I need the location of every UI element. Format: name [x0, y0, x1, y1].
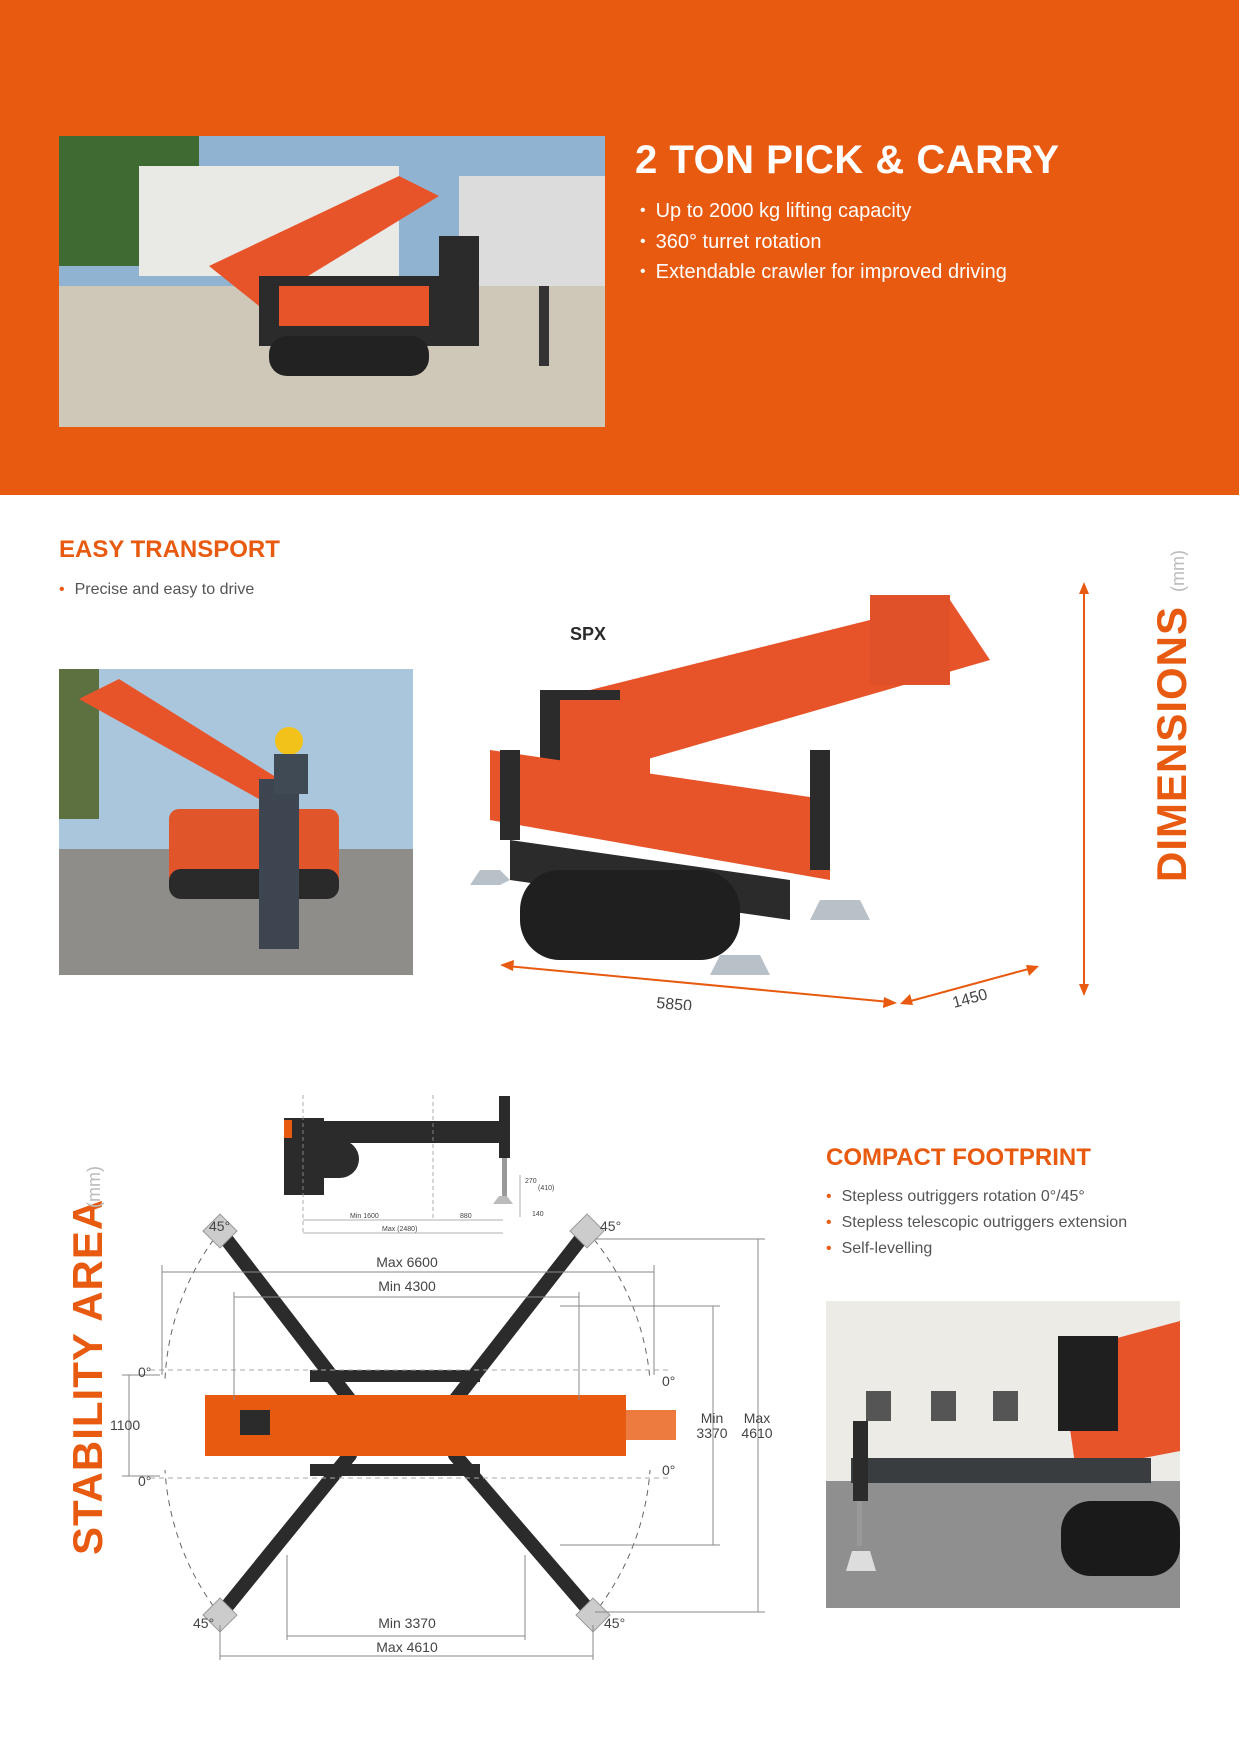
- angle-0-top-right: 0°: [662, 1373, 675, 1389]
- angle-45-top-right: 45°: [600, 1218, 621, 1234]
- dimensions-title: DIMENSIONS: [1148, 605, 1195, 882]
- angle-0-bottom-right: 0°: [662, 1462, 675, 1478]
- track-label: 1100: [110, 1417, 140, 1433]
- compact-footprint-title: COMPACT FOOTPRINT: [826, 1144, 1091, 1171]
- angle-45-bottom-left: 45°: [193, 1615, 214, 1631]
- length-label: 5850: [656, 995, 693, 1010]
- side-min-label: Min 1600: [350, 1213, 379, 1220]
- bottom-max-label: Max 4610: [376, 1639, 438, 1655]
- bottom-min-label: Min 3370: [378, 1615, 436, 1631]
- hero-title: 2 TON PICK & CARRY: [635, 138, 1060, 182]
- outrigger-plan-view: 45° 45° 45° 45° 0° 0° 0° 0° Max 6600 Min…: [110, 1213, 773, 1660]
- compact-feature: Self-levelling: [826, 1238, 1127, 1264]
- side-max-label: Max (2480): [382, 1226, 417, 1233]
- side-foot-label: 140: [532, 1211, 544, 1218]
- width-label: 1450: [951, 986, 990, 1010]
- compact-footprint-list: Stepless outriggers rotation 0°/45° Step…: [826, 1186, 1128, 1264]
- angle-0-bottom-left: 0°: [138, 1473, 151, 1489]
- easy-transport-list: Precise and easy to drive: [59, 579, 255, 605]
- crane-brand-label: SPX: [570, 624, 606, 644]
- easy-transport-feature: Precise and easy to drive: [59, 579, 255, 605]
- hero-feature: 360° turret rotation: [640, 229, 1007, 260]
- angle-45-bottom-right: 45°: [604, 1615, 625, 1631]
- outrigger-photo: [826, 1301, 1180, 1608]
- compact-feature: Stepless telescopic outriggers extension: [826, 1212, 1128, 1238]
- angle-45-top-left: 45°: [209, 1218, 230, 1234]
- outrigger-side-view: Min 1600 880 Max (2480) 270 (410) 140: [284, 1095, 554, 1235]
- crane-site-photo: [59, 136, 605, 427]
- width-min-label: Min 4300: [378, 1278, 436, 1294]
- depth-max-label: Max: [744, 1410, 770, 1426]
- dimensions-unit: (mm): [1168, 550, 1188, 592]
- depth-min-value: 3370: [696, 1425, 727, 1441]
- hero-feature: Extendable crawler for improved driving: [640, 259, 1007, 290]
- side-stroke-label: 270: [525, 1178, 537, 1185]
- depth-max-value: 4610: [741, 1425, 772, 1441]
- hero-feature-list: Up to 2000 kg lifting capacity 360° turr…: [640, 198, 1007, 290]
- side-stroke-max-label: (410): [538, 1185, 554, 1192]
- compact-feature: Stepless outriggers rotation 0°/45°: [826, 1186, 1127, 1212]
- stability-diagram: Min 1600 880 Max (2480) 270 (410) 140: [110, 1095, 773, 1660]
- width-max-label: Max 6600: [376, 1254, 438, 1270]
- dimension-arrows: [500, 582, 1089, 1008]
- angle-0-top-left: 0°: [138, 1364, 151, 1380]
- easy-transport-title: EASY TRANSPORT: [59, 536, 280, 563]
- crane-dimensions-figure: SPX 5850 1450 2040: [470, 582, 1089, 1010]
- hero-feature: Up to 2000 kg lifting capacity: [640, 198, 1007, 229]
- depth-min-label: Min: [701, 1410, 724, 1426]
- operator-photo: [59, 669, 413, 975]
- side-extra-label: 880: [460, 1213, 472, 1220]
- crane-illustration: SPX: [470, 595, 990, 975]
